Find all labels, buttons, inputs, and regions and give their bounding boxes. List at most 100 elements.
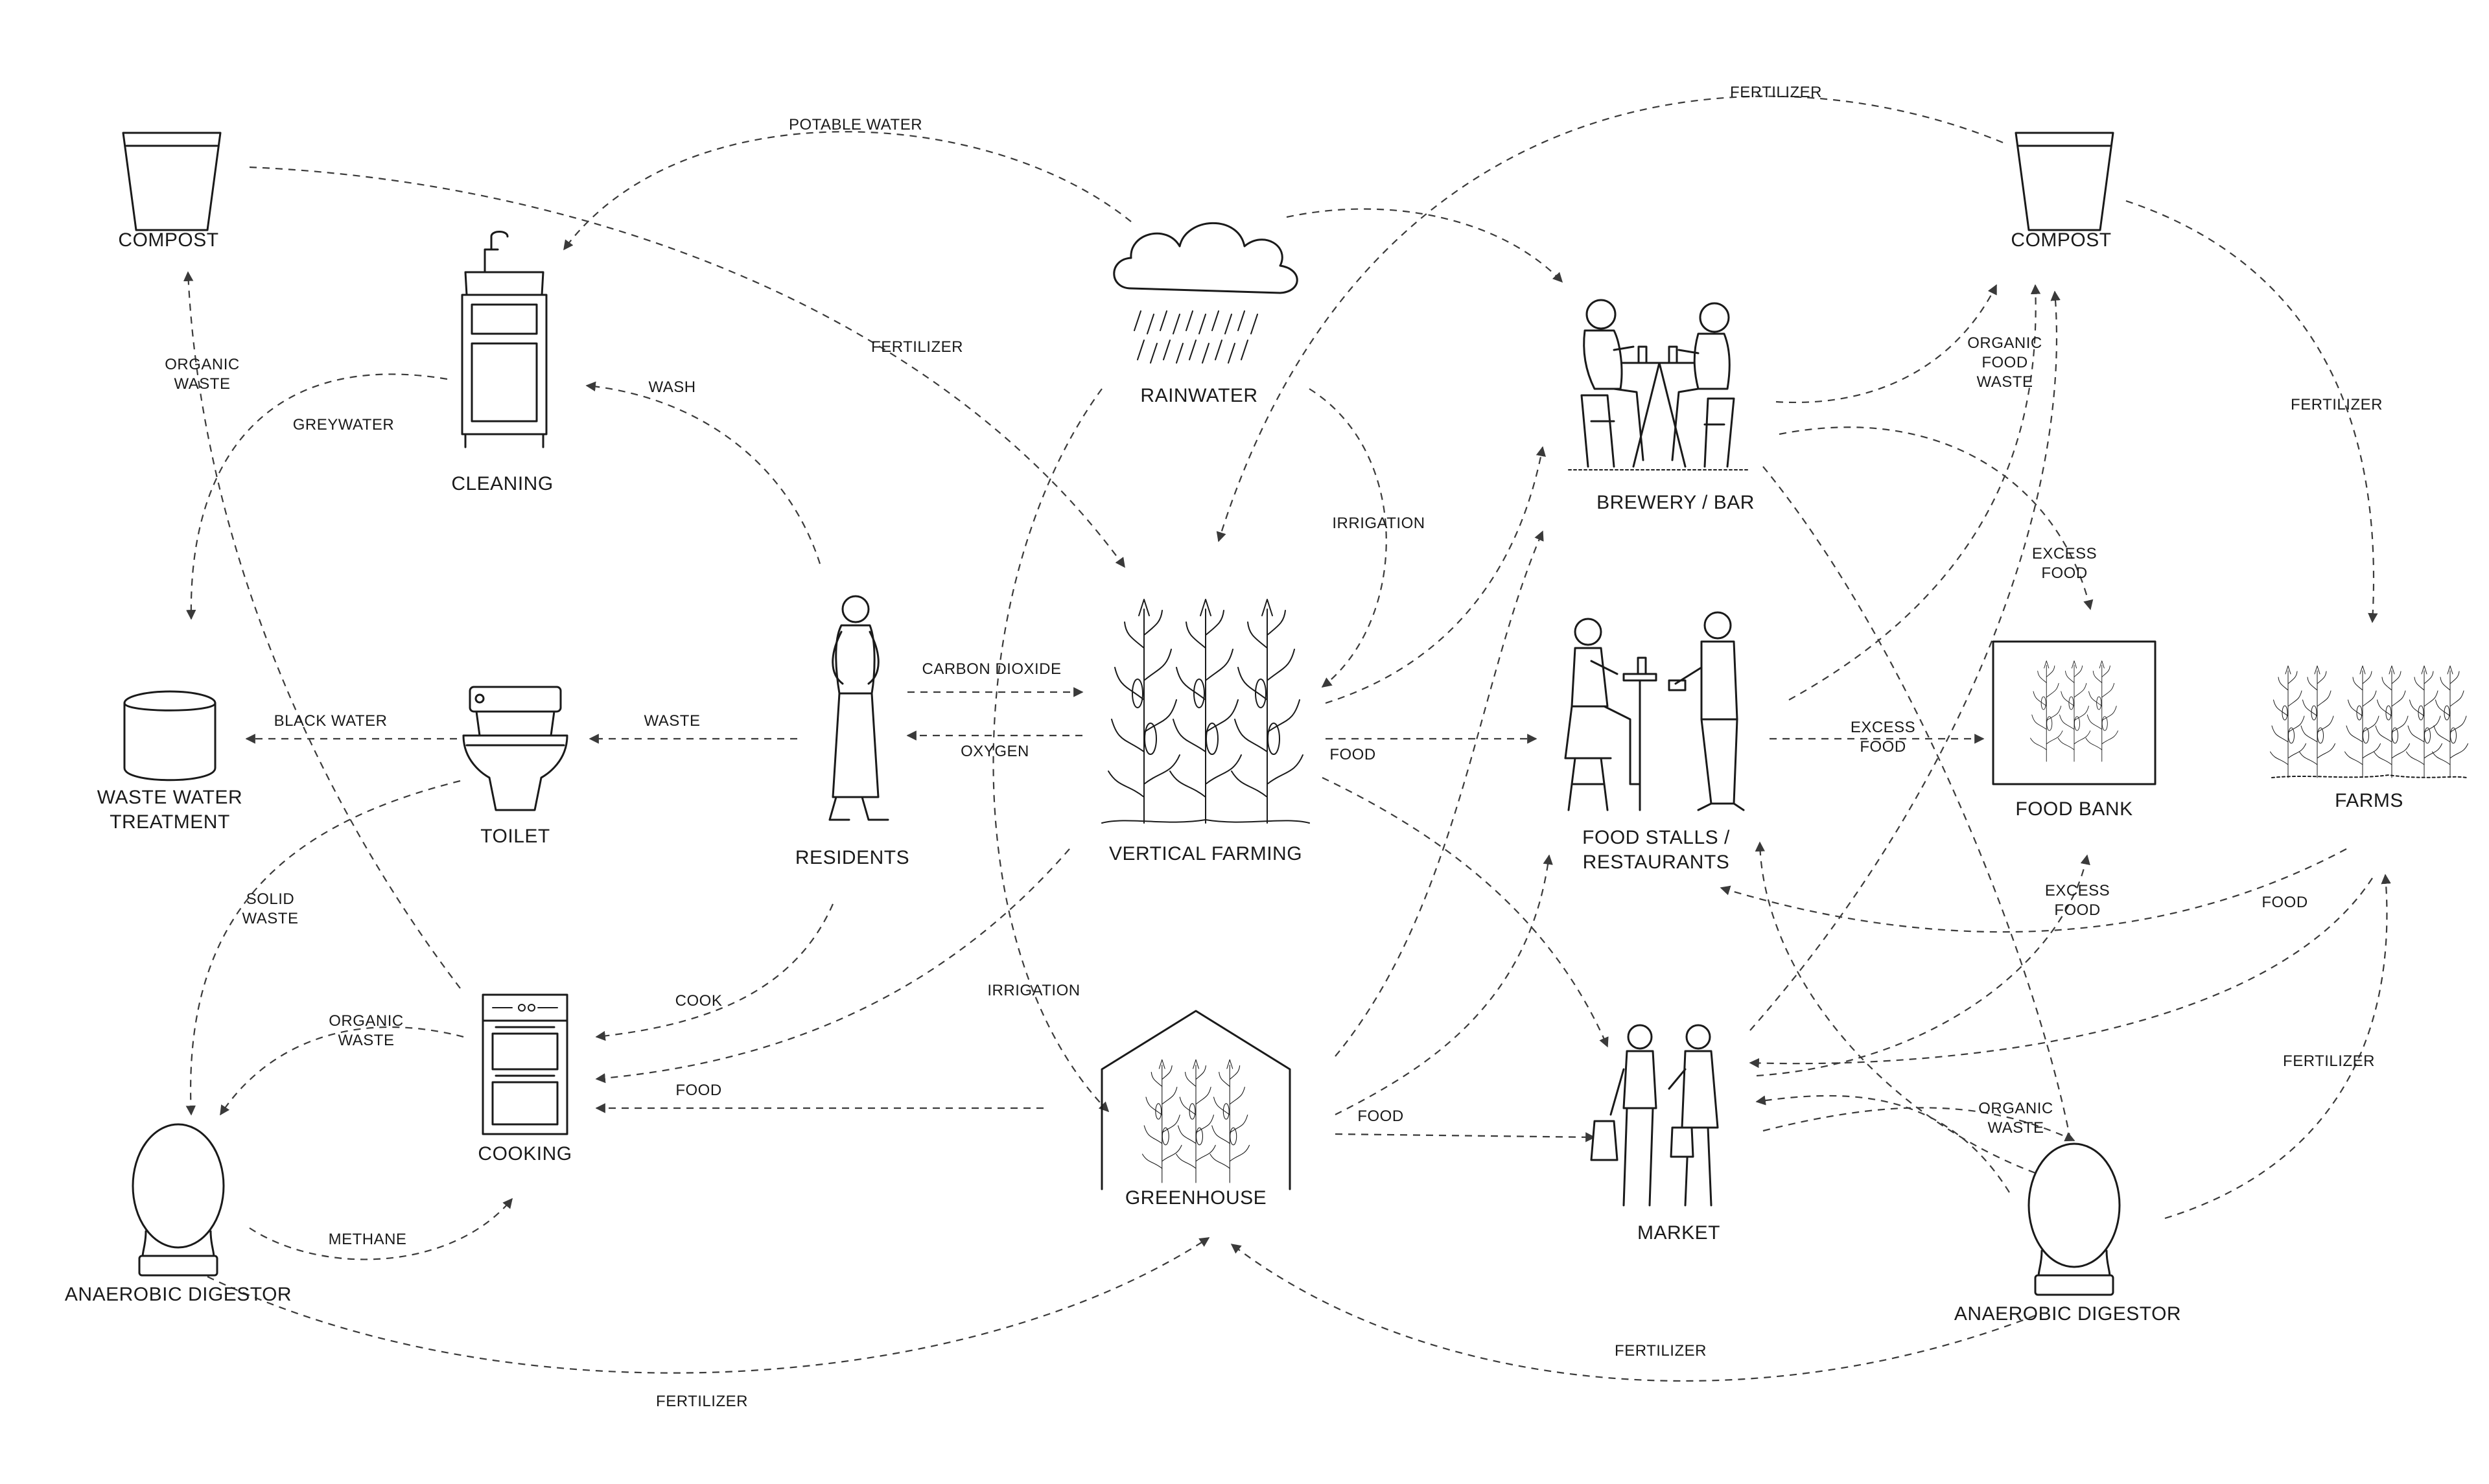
flow-market-to-digestor [1762, 1107, 2075, 1142]
anaerobic-digestor-icon [132, 1123, 225, 1277]
flow-label: WASTE [644, 712, 701, 730]
market-shoppers-icon [1590, 1024, 1719, 1207]
corn-plants-icon [1101, 599, 1310, 824]
flow-label: IRRIGATION [987, 982, 1080, 999]
flow-cooking-to-compost [183, 271, 461, 989]
flow-cooking-to-digestor [220, 1026, 464, 1116]
flow-label: GREYWATER [293, 416, 395, 434]
residents-label: RESIDENTS [795, 847, 909, 868]
food-bank-icon [1992, 640, 2156, 785]
flow-residents-to-cooking [595, 903, 834, 1041]
flow-label: OXYGEN [961, 743, 1029, 760]
flow-residents-to-cleaning [585, 381, 821, 564]
flow-label: FERTILIZER [656, 1393, 748, 1410]
flow-digestor-to-food-stalls [1755, 841, 2036, 1174]
flow-label: FOOD [1329, 746, 1375, 763]
flow-label: BLACK WATER [274, 712, 388, 730]
flow-label: ORGANIC [329, 1012, 404, 1030]
flow-label: ORGANIC [1967, 334, 2042, 352]
flow-vertical-farming-to-market [1322, 777, 1609, 1048]
cleaning-label: CLEANING [451, 473, 553, 494]
compost-left-label: COMPOST [118, 229, 218, 251]
flow-compost-to-vertical-farming-top [1216, 95, 2004, 542]
toilet-label: TOILET [480, 826, 550, 847]
flow-vertical-farming-to-brewery [1325, 446, 1546, 704]
flow-label: WASH [648, 378, 695, 396]
flow-label: WASTE [174, 375, 231, 393]
flow-label: WASTE [338, 1032, 395, 1049]
flow-vertical-farming-to-cooking [595, 848, 1070, 1084]
flow-rainwater-to-brewery [1286, 208, 1563, 283]
food-bank-label: FOOD BANK [2015, 798, 2133, 820]
flow-brewery-to-digestor [1762, 466, 2078, 1161]
node-labels: COMPOST COMPOST CLEANING RAINWATER BREWE… [65, 229, 2403, 1325]
flow-brewery-to-compost [1775, 284, 1997, 403]
flow-digestor-to-greenhouse [1230, 1244, 2036, 1382]
flow-label: METHANE [329, 1231, 407, 1248]
compost-bin-icon [2015, 132, 2114, 231]
flow-label: ORGANIC [165, 356, 240, 373]
flow-label: IRRIGATION [1332, 515, 1425, 532]
sink-cabinet-icon [461, 231, 548, 448]
flow-cleaning-to-waste-water [186, 373, 448, 620]
flow-label: FERTILIZER [2291, 396, 2383, 413]
compost-bin-icon [122, 132, 222, 231]
digestor-left-label: ANAEROBIC DIGESTOR [65, 1284, 292, 1305]
flow-label: FOOD [1981, 354, 2027, 371]
waste-water-label-line1: WASTE WATER [97, 787, 242, 808]
flow-label: FOOD [1860, 738, 1906, 756]
bar-patrons-icon [1568, 299, 1751, 470]
waste-water-label-line2: TREATMENT [110, 811, 230, 833]
market-label: MARKET [1637, 1222, 1720, 1244]
flow-greenhouse-to-brewery [1335, 530, 1544, 1057]
flow-compost-to-farms [2125, 200, 2378, 623]
food-stalls-label-line1: FOOD STALLS / [1582, 827, 1730, 848]
flow-toilet-to-digestor [185, 780, 461, 1116]
flow-greenhouse-to-market [1335, 1132, 1596, 1142]
flow-label: COOK [675, 992, 723, 1010]
flow-brewery-to-food-bank [1779, 426, 2094, 610]
flow-labels: POTABLE WATER FERTILIZER ORGANIC WASTE G… [165, 84, 2383, 1410]
flow-digestor-left-to-greenhouse [207, 1237, 1210, 1374]
flow-label: EXCESS [2045, 882, 2110, 899]
food-stall-counter-icon [1564, 611, 1745, 811]
farm-crops-icon [2270, 666, 2468, 778]
flow-food-stalls-to-compost [1788, 284, 2041, 701]
farms-label: FARMS [2335, 790, 2403, 811]
greenhouse-label: GREENHOUSE [1125, 1187, 1267, 1209]
flow-label: CARBON DIOXIDE [922, 660, 1061, 678]
resident-person-icon [828, 595, 889, 821]
cooking-label: COOKING [478, 1143, 572, 1165]
flow-label: FOOD [2261, 894, 2308, 911]
water-tank-icon [123, 690, 216, 782]
flow-market-to-compost [1749, 290, 2061, 1031]
flow-label: POTABLE WATER [789, 116, 922, 133]
flow-label: FERTILIZER [1615, 1342, 1707, 1360]
flow-label: WASTE [242, 910, 299, 927]
flow-label: EXCESS [1851, 719, 1915, 736]
flow-farms-to-food-stalls [1720, 848, 2347, 933]
flow-digestor-to-farms [2164, 874, 2391, 1220]
flow-greenhouse-to-food-stalls [1335, 854, 1553, 1115]
flow-label: FOOD [2054, 901, 2100, 919]
flow-compost-to-vertical-farming [249, 166, 1125, 568]
flow-label: ORGANIC [1978, 1100, 2053, 1117]
flow-label: FOOD [2041, 564, 2087, 582]
compost-right-label: COMPOST [2011, 229, 2111, 251]
oven-stove-icon [482, 993, 568, 1135]
brewery-label: BREWERY / BAR [1596, 492, 1755, 513]
anaerobic-digestor-icon [2027, 1142, 2121, 1296]
flow-label: WASTE [1988, 1119, 2044, 1137]
flow-label: WASTE [1977, 373, 2033, 391]
flow-label: EXCESS [2032, 545, 2097, 562]
flow-lines [183, 95, 2391, 1382]
flow-rainwater-to-vertical-farming [1309, 388, 1387, 688]
flow-label: FERTILIZER [871, 338, 963, 356]
flow-label: FERTILIZER [1730, 84, 1822, 101]
flow-label: SOLID [246, 890, 295, 908]
flow-digestor-to-market [1755, 1095, 2010, 1193]
toilet-icon [462, 686, 568, 811]
rainwater-label: RAINWATER [1140, 385, 1257, 406]
rain-cloud-icon [1113, 222, 1298, 364]
